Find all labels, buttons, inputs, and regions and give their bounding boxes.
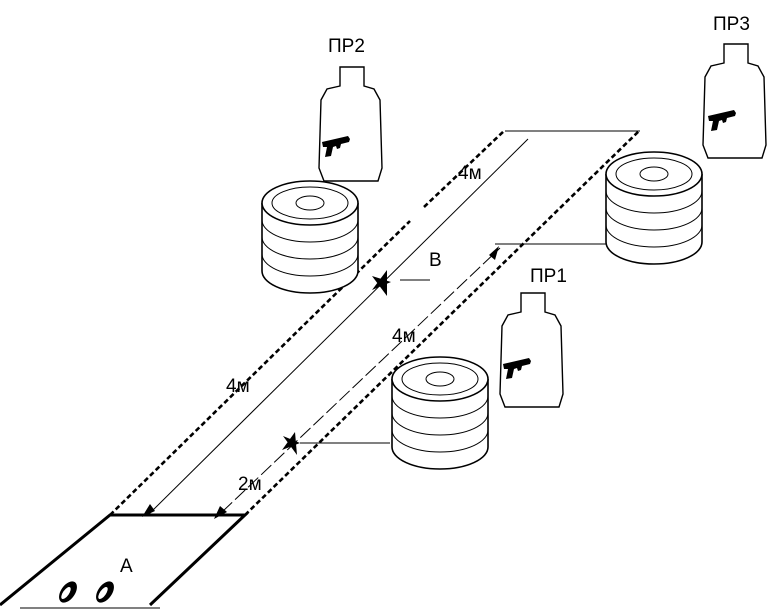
tire-stack-icon	[261, 180, 359, 294]
distance-label-2m: 2м	[238, 474, 262, 495]
arrowhead	[214, 506, 227, 519]
target-pr3: ПР3	[605, 14, 767, 265]
target-pr2-label: ПР2	[328, 36, 365, 57]
corridor-left-boundary-upper	[423, 129, 506, 208]
target-pr1-label: ПР1	[530, 266, 567, 287]
distance-label-upper: 4м	[458, 163, 482, 184]
distance-label-middle: 4м	[392, 326, 416, 347]
boundary-marker-b	[372, 270, 391, 296]
target-pr1: ПР1	[391, 266, 567, 470]
corridor	[109, 129, 641, 516]
target-pr3-label: ПР3	[713, 14, 750, 35]
tire-stack-icon	[605, 151, 703, 265]
start-zone-a: А	[0, 513, 249, 609]
corridor-right-boundary	[244, 129, 641, 516]
target-pr2: ПР2	[261, 36, 383, 294]
dimension-lines	[142, 138, 606, 519]
boundary-marker-1	[282, 432, 300, 455]
arrowhead	[142, 504, 155, 517]
corridor-left-boundary	[109, 220, 411, 516]
tire-stack-icon	[391, 356, 489, 470]
distance-label-left: 4м	[226, 376, 250, 397]
arrowhead	[489, 246, 499, 260]
zone-a-label: А	[120, 556, 133, 577]
footprint-icon	[59, 581, 114, 603]
zone-b-label: В	[429, 250, 442, 271]
